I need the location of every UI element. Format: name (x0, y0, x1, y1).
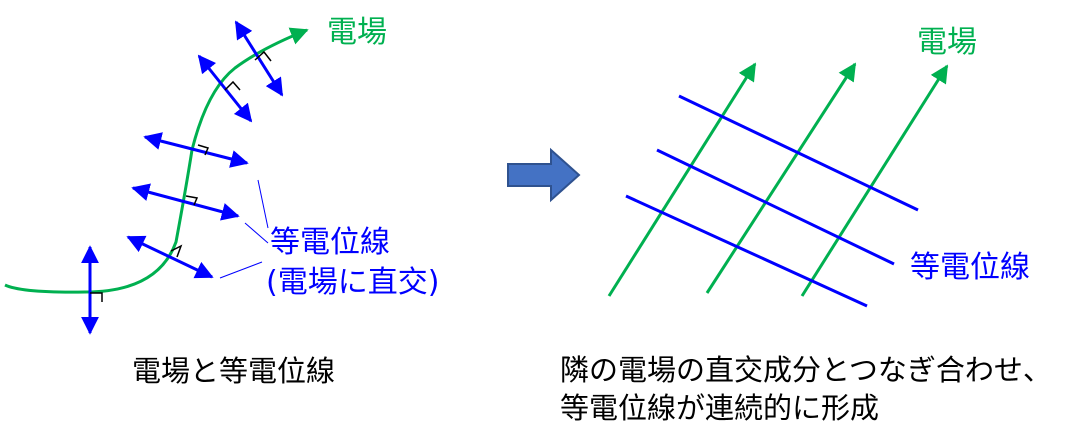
equipotential-arrow (143, 132, 249, 168)
equipotential-label-right: 等電位線 (910, 250, 1030, 285)
leader-lines (219, 179, 269, 279)
field-line (705, 62, 857, 294)
equipotential-arrow (197, 54, 253, 123)
field-line-curve (4, 27, 309, 294)
right-angle-marker (197, 144, 210, 156)
field-label-right: 電場 (917, 25, 977, 60)
equipotential-line (678, 94, 919, 212)
equipotential-line (656, 148, 895, 266)
equipotential-arrow (126, 235, 214, 279)
right-angle-marker (185, 195, 199, 206)
left-panel: 電場 等電位線 (電場に直交) 電場と等電位線 (4, 15, 439, 388)
field-label-left: 電場 (327, 15, 387, 50)
field-line (607, 62, 757, 297)
equipotential-line (625, 194, 868, 308)
equipotential-arrow (131, 183, 240, 221)
field-line (800, 64, 949, 297)
right-angle-markers (90, 50, 272, 302)
caption-right-line2: 等電位線が連続的に形成 (560, 391, 879, 425)
right-angle-marker (170, 244, 183, 258)
caption-left: 電場と等電位線 (132, 354, 335, 388)
right-angle-marker (90, 292, 103, 302)
equipotential-arrows (81, 20, 284, 335)
right-angle-marker (254, 50, 272, 62)
caption-right-line1: 隣の電場の直交成分とつなぎ合わせ、 (560, 353, 1052, 387)
leader-line (257, 179, 269, 229)
equipotential-arrow (234, 20, 284, 97)
right-panel: 電場 等電位線 隣の電場の直交成分とつなぎ合わせ、 等電位線が連続的に形成 (560, 25, 1052, 425)
field-lines-grid (607, 62, 949, 297)
leader-line (244, 222, 269, 244)
leader-line (219, 261, 263, 279)
equipotential-note: (電場に直交) (266, 265, 439, 300)
block-right-arrow-icon (507, 147, 581, 203)
right-angle-marker (224, 80, 241, 91)
equipotential-label-left: 等電位線 (270, 225, 390, 260)
equipotential-lines-grid (625, 94, 919, 308)
